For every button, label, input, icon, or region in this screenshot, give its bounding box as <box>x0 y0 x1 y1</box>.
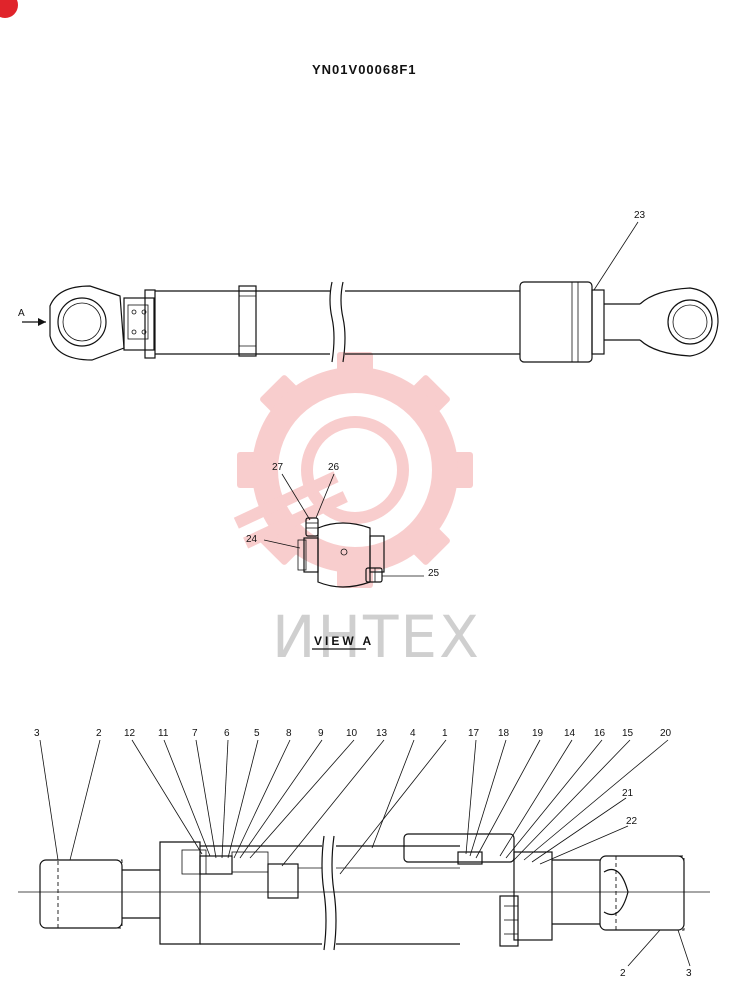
callout-13: 13 <box>376 728 388 739</box>
callout-3-left: 3 <box>34 728 40 739</box>
drawing-title: YN01V00068F1 <box>312 62 417 77</box>
callout-21: 21 <box>622 788 634 799</box>
callout-26: 26 <box>328 462 340 473</box>
callout-4: 4 <box>410 728 416 739</box>
cylinder-exterior-view: A 23 <box>18 210 719 363</box>
callout-3-right: 3 <box>686 968 692 979</box>
callout-11: 11 <box>158 728 169 739</box>
callout-22: 22 <box>626 816 638 827</box>
callout-12: 12 <box>124 728 136 739</box>
callout-15: 15 <box>622 728 634 739</box>
view-a-label: VIEW A <box>314 634 374 648</box>
callout-23: 23 <box>634 210 646 221</box>
callout-7: 7 <box>192 728 198 739</box>
callout-16: 16 <box>594 728 606 739</box>
callout-19: 19 <box>532 728 544 739</box>
watermark-text: ИНТЕХ <box>272 603 481 671</box>
callout-6: 6 <box>224 728 230 739</box>
callout-20: 20 <box>660 728 672 739</box>
callout-14: 14 <box>564 728 576 739</box>
watermark-gear-icon <box>233 352 473 588</box>
callout-27: 27 <box>272 462 284 473</box>
callout-24: 24 <box>246 534 258 545</box>
callout-2-left: 2 <box>96 728 102 739</box>
callout-18: 18 <box>498 728 510 739</box>
callout-17: 17 <box>468 728 480 739</box>
callout-2-right: 2 <box>620 968 626 979</box>
callout-8: 8 <box>286 728 292 739</box>
callout-10: 10 <box>346 728 358 739</box>
corner-badge <box>0 0 18 18</box>
callout-1: 1 <box>442 728 448 739</box>
callout-25: 25 <box>428 568 440 579</box>
arrow-label: A <box>18 308 25 319</box>
callout-9: 9 <box>318 728 324 739</box>
view-a-detail: 27 26 24 25 VIEW A <box>246 462 440 650</box>
cylinder-section-view: 3 2 12 11 7 6 5 8 9 10 13 4 1 17 18 19 1… <box>18 728 710 979</box>
callout-5: 5 <box>254 728 260 739</box>
